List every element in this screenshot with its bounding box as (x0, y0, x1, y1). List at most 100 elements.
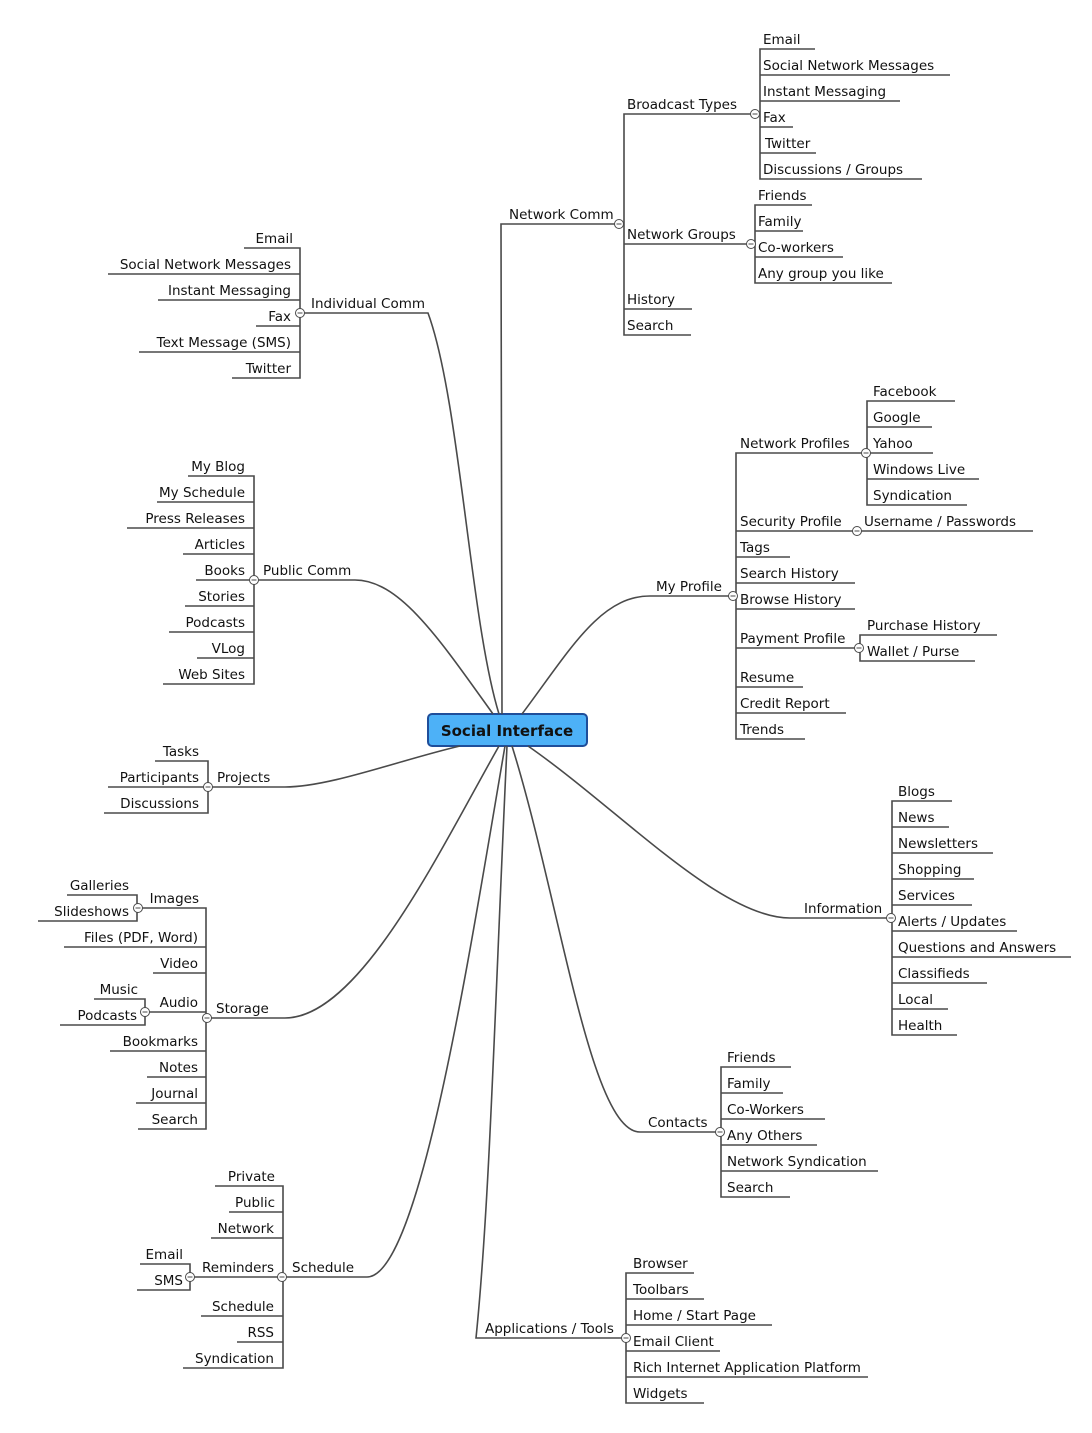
leaf-broadcast-discussions-groups[interactable]: Discussions / Groups (763, 162, 903, 178)
leaf-schedule-syndication[interactable]: Syndication (195, 1351, 274, 1367)
node-payment-profile[interactable]: Payment Profile (740, 631, 845, 647)
leaf-info-alerts-updates[interactable]: Alerts / Updates (898, 914, 1006, 930)
leaf-storage-files[interactable]: Files (PDF, Word) (84, 930, 198, 946)
leaf-info-newsletters[interactable]: Newsletters (898, 836, 978, 852)
leaf-apps-browser[interactable]: Browser (633, 1256, 688, 1272)
leaf-profile-browse-history[interactable]: Browse History (740, 592, 841, 608)
leaf-schedule-network[interactable]: Network (218, 1221, 275, 1237)
collapse-individual-comm-icon[interactable] (295, 308, 305, 318)
leaf-group-co-workers[interactable]: Co-workers (758, 240, 834, 256)
leaf-audio-music[interactable]: Music (100, 982, 138, 998)
collapse-network-groups-icon[interactable] (746, 239, 756, 249)
leaf-public-books[interactable]: Books (204, 563, 245, 579)
collapse-my-profile-icon[interactable] (728, 591, 738, 601)
leaf-profile-search-history[interactable]: Search History (740, 566, 839, 582)
collapse-public-comm-icon[interactable] (249, 575, 259, 585)
node-projects[interactable]: Projects (217, 770, 270, 786)
collapse-security-profile-icon[interactable] (852, 526, 862, 536)
leaf-broadcast-social-network-messages[interactable]: Social Network Messages (763, 58, 934, 74)
leaf-apps-home-start-page[interactable]: Home / Start Page (633, 1308, 756, 1324)
leaf-apps-ria-platform[interactable]: Rich Internet Application Platform (633, 1360, 861, 1376)
leaf-images-slideshows[interactable]: Slideshows (54, 904, 129, 920)
leaf-profiles-windows-live[interactable]: Windows Live (873, 462, 965, 478)
collapse-images-icon[interactable] (133, 903, 143, 913)
node-storage-images[interactable]: Images (150, 891, 199, 907)
leaf-individual-fax[interactable]: Fax (268, 309, 291, 325)
node-history[interactable]: History (627, 292, 675, 308)
leaf-schedule-rss[interactable]: RSS (247, 1325, 274, 1341)
leaf-info-services[interactable]: Services (898, 888, 955, 904)
node-applications-tools[interactable]: Applications / Tools (485, 1321, 614, 1337)
leaf-info-classifieds[interactable]: Classifieds (898, 966, 970, 982)
leaf-info-local[interactable]: Local (898, 992, 933, 1008)
collapse-network-comm-icon[interactable] (614, 219, 624, 229)
leaf-apps-widgets[interactable]: Widgets (633, 1386, 688, 1402)
leaf-individual-twitter[interactable]: Twitter (245, 361, 292, 377)
leaf-schedule-private[interactable]: Private (228, 1169, 275, 1185)
leaf-broadcast-email[interactable]: Email (763, 32, 800, 48)
leaf-public-vlog[interactable]: VLog (212, 641, 245, 657)
leaf-reminders-email[interactable]: Email (146, 1247, 183, 1263)
leaf-images-galleries[interactable]: Galleries (70, 878, 129, 894)
collapse-schedule-icon[interactable] (277, 1272, 287, 1282)
node-public-comm[interactable]: Public Comm (263, 563, 351, 579)
node-search[interactable]: Search (627, 318, 673, 334)
collapse-information-icon[interactable] (886, 913, 896, 923)
leaf-payment-wallet-purse[interactable]: Wallet / Purse (867, 644, 959, 660)
leaf-public-articles[interactable]: Articles (195, 537, 245, 553)
leaf-broadcast-fax[interactable]: Fax (763, 110, 786, 126)
leaf-projects-participants[interactable]: Participants (120, 770, 199, 786)
node-network-profiles[interactable]: Network Profiles (740, 436, 850, 452)
node-individual-comm[interactable]: Individual Comm (311, 296, 425, 312)
leaf-profile-resume[interactable]: Resume (740, 670, 794, 686)
collapse-reminders-icon[interactable] (185, 1272, 195, 1282)
leaf-storage-search[interactable]: Search (152, 1112, 198, 1128)
collapse-network-profiles-icon[interactable] (861, 448, 871, 458)
leaf-contacts-friends[interactable]: Friends (727, 1050, 776, 1066)
node-storage[interactable]: Storage (216, 1001, 269, 1017)
leaf-profile-tags[interactable]: Tags (739, 540, 770, 556)
leaf-group-family[interactable]: Family (758, 214, 801, 230)
leaf-storage-bookmarks[interactable]: Bookmarks (123, 1034, 198, 1050)
node-storage-audio[interactable]: Audio (160, 995, 198, 1011)
node-security-profile[interactable]: Security Profile (740, 514, 842, 530)
leaf-broadcast-twitter[interactable]: Twitter (764, 136, 811, 152)
leaf-info-news[interactable]: News (898, 810, 934, 826)
leaf-info-blogs[interactable]: Blogs (898, 784, 935, 800)
leaf-profile-trends[interactable]: Trends (739, 722, 784, 738)
leaf-profile-credit-report[interactable]: Credit Report (740, 696, 830, 712)
leaf-schedule-public[interactable]: Public (235, 1195, 275, 1211)
leaf-profiles-syndication[interactable]: Syndication (873, 488, 952, 504)
node-information[interactable]: Information (804, 901, 882, 917)
leaf-individual-email[interactable]: Email (256, 231, 293, 247)
leaf-public-my-blog[interactable]: My Blog (191, 459, 245, 475)
leaf-storage-notes[interactable]: Notes (159, 1060, 198, 1076)
node-schedule[interactable]: Schedule (292, 1260, 354, 1276)
collapse-projects-icon[interactable] (203, 782, 213, 792)
node-schedule-reminders[interactable]: Reminders (202, 1260, 274, 1276)
leaf-broadcast-instant-messaging[interactable]: Instant Messaging (763, 84, 886, 100)
leaf-security-username-passwords[interactable]: Username / Passwords (864, 514, 1016, 530)
node-network-comm[interactable]: Network Comm (509, 207, 614, 223)
node-contacts[interactable]: Contacts (648, 1115, 708, 1131)
leaf-apps-email-client[interactable]: Email Client (633, 1334, 714, 1350)
leaf-projects-discussions[interactable]: Discussions (120, 796, 199, 812)
node-network-groups[interactable]: Network Groups (627, 227, 736, 243)
leaf-public-press-releases[interactable]: Press Releases (145, 511, 245, 527)
leaf-storage-journal[interactable]: Journal (150, 1086, 198, 1102)
leaf-contacts-search[interactable]: Search (727, 1180, 773, 1196)
leaf-audio-podcasts[interactable]: Podcasts (77, 1008, 137, 1024)
leaf-individual-instant-messaging[interactable]: Instant Messaging (168, 283, 291, 299)
leaf-contacts-any-others[interactable]: Any Others (727, 1128, 802, 1144)
leaf-projects-tasks[interactable]: Tasks (162, 744, 199, 760)
leaf-profiles-google[interactable]: Google (873, 410, 921, 426)
collapse-payment-profile-icon[interactable] (854, 643, 864, 653)
leaf-individual-social-network-messages[interactable]: Social Network Messages (120, 257, 291, 273)
collapse-broadcast-types-icon[interactable] (750, 109, 760, 119)
leaf-public-stories[interactable]: Stories (198, 589, 245, 605)
leaf-public-web-sites[interactable]: Web Sites (178, 667, 245, 683)
leaf-storage-video[interactable]: Video (160, 956, 198, 972)
leaf-contacts-network-syndication[interactable]: Network Syndication (727, 1154, 867, 1170)
collapse-storage-icon[interactable] (202, 1013, 212, 1023)
root-node[interactable]: Social Interface (427, 713, 588, 747)
